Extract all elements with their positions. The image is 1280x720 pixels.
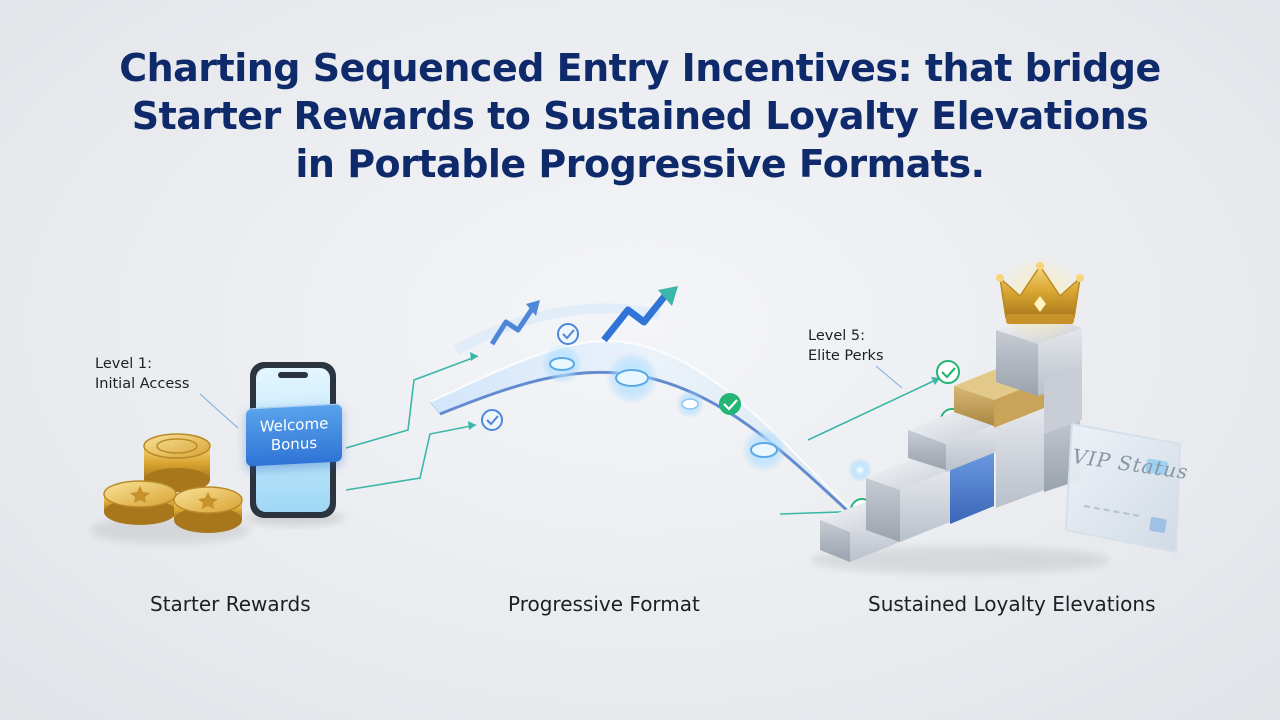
level1-title: Level 1: xyxy=(95,356,152,372)
level1-label: Level 1: Initial Access xyxy=(95,354,189,394)
crown-icon xyxy=(996,256,1084,344)
trend-arrow-icon xyxy=(489,286,678,346)
title-line-2: Starter Rewards to Sustained Loyalty Ele… xyxy=(131,94,1149,138)
level5-desc: Elite Perks xyxy=(808,348,884,364)
level5-title: Level 5: xyxy=(808,328,865,344)
progress-nodes xyxy=(542,344,872,482)
welcome-bonus-badge: Welcome Bonus xyxy=(246,403,342,467)
blue-check-icon xyxy=(481,323,579,431)
level5-label: Level 5: Elite Perks xyxy=(808,326,884,366)
level5-pointer xyxy=(875,365,903,389)
coin-stack-icon xyxy=(90,433,250,544)
level1-pointer xyxy=(199,393,239,429)
caption-sustained-loyalty: Sustained Loyalty Elevations xyxy=(868,592,1156,616)
title-line-1: Charting Sequenced Entry Incentives: tha… xyxy=(119,46,1161,90)
caption-progressive-format: Progressive Format xyxy=(508,592,700,616)
title-line-3: in Portable Progressive Formats. xyxy=(295,142,985,186)
level1-desc: Initial Access xyxy=(95,376,190,392)
page-title: Charting Sequenced Entry Incentives: tha… xyxy=(0,44,1280,188)
vip-card xyxy=(1064,422,1182,554)
caption-starter-rewards: Starter Rewards xyxy=(150,592,311,616)
